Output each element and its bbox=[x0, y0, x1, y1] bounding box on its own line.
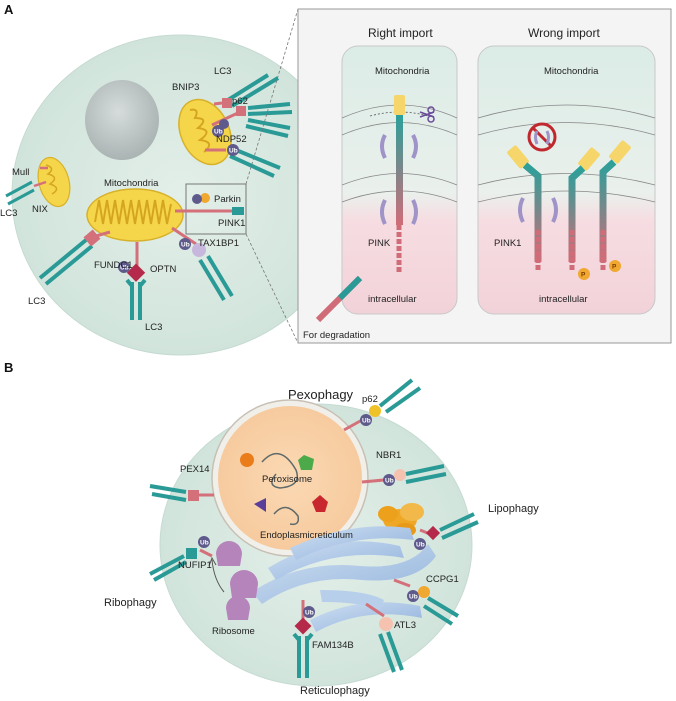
lc3-fundc1 bbox=[38, 238, 94, 286]
label-nufip1: NUFIP1 bbox=[178, 560, 212, 571]
cargo-purple bbox=[254, 498, 266, 512]
label-fundc1: FUNDC1 bbox=[94, 260, 133, 271]
cargo-green bbox=[298, 455, 314, 470]
title-wrong-import: Wrong import bbox=[528, 26, 600, 40]
label-atl3: ATL3 bbox=[394, 620, 416, 631]
lc3-nix bbox=[5, 180, 35, 206]
label-bnip3: BNIP3 bbox=[172, 82, 199, 93]
cargo-red bbox=[312, 495, 328, 512]
label-intracellular-right: intracellular bbox=[539, 294, 588, 305]
parkin-marker bbox=[200, 193, 210, 203]
lc3-ndp52 bbox=[245, 118, 291, 138]
lc3-ndp52-lower bbox=[229, 148, 281, 178]
svg-text:Ub: Ub bbox=[305, 610, 314, 617]
label-intracellular-left: intracellular bbox=[368, 294, 417, 305]
svg-text:Ub: Ub bbox=[200, 540, 209, 547]
label-lc3-bottom-left: LC3 bbox=[28, 296, 45, 307]
pink1-wrong-import bbox=[507, 140, 631, 270]
panel-a-letter: A bbox=[4, 2, 14, 17]
lc3-receptor-top bbox=[226, 73, 280, 108]
peroxisome bbox=[218, 406, 362, 550]
label-peroxisome: Peroxisome bbox=[262, 474, 312, 485]
lc3-p62-b bbox=[378, 378, 422, 414]
label-tax1bp1: TAX1BP1 bbox=[198, 238, 239, 249]
lc3-fam134b bbox=[292, 632, 314, 678]
label-mull: Mull bbox=[12, 167, 29, 178]
bnip3-receptor bbox=[222, 98, 232, 108]
pink-right-import bbox=[380, 95, 418, 272]
lc3-atl3 bbox=[378, 631, 404, 673]
phospho-marker: P P bbox=[578, 260, 621, 280]
pink1-marker bbox=[232, 207, 244, 215]
lc3-pex14 bbox=[149, 484, 187, 502]
lc3-nufip1 bbox=[149, 554, 187, 582]
nufip1-receptor bbox=[186, 548, 197, 559]
lc3-tax1bp1 bbox=[198, 254, 234, 302]
ribosome bbox=[226, 570, 258, 620]
atl3-receptor bbox=[379, 617, 393, 631]
lc3-lipophagy bbox=[439, 512, 479, 540]
label-ndp52: NDP52 bbox=[216, 134, 247, 145]
p62-receptor-b bbox=[369, 405, 381, 417]
label-er: Endoplasmicreticulum bbox=[260, 530, 353, 541]
label-pink1: PINK1 bbox=[218, 218, 245, 229]
optn-receptor bbox=[126, 263, 146, 282]
fundc1-receptor bbox=[83, 229, 101, 247]
p62-receptor bbox=[236, 106, 246, 116]
svg-text:Ub: Ub bbox=[181, 242, 190, 249]
nbr1-receptor bbox=[394, 469, 406, 481]
mitochondrion-nix bbox=[37, 156, 71, 208]
svg-text:Ub: Ub bbox=[409, 594, 418, 601]
label-fam134b: FAM134B bbox=[312, 640, 354, 651]
label-p62: p62 bbox=[232, 96, 248, 107]
svg-text:Ub: Ub bbox=[416, 542, 425, 549]
label-nbr1: NBR1 bbox=[376, 450, 401, 461]
lc3-ccpg1 bbox=[422, 596, 460, 626]
ribosome-cargo bbox=[216, 541, 242, 566]
pex14-receptor bbox=[188, 490, 199, 501]
lc3-nbr1 bbox=[405, 464, 447, 484]
label-nix: NIX bbox=[32, 204, 49, 215]
label-mito-right: Mitochondria bbox=[544, 66, 599, 77]
label-mito-left: Mitochondria bbox=[375, 66, 430, 77]
label-pexophagy: Pexophagy bbox=[288, 387, 354, 402]
label-lc3-top: LC3 bbox=[214, 66, 231, 77]
svg-text:Ub: Ub bbox=[120, 265, 129, 272]
label-parkin: Parkin bbox=[214, 194, 241, 205]
svg-text:Ub: Ub bbox=[214, 129, 223, 136]
svg-text:Ub: Ub bbox=[362, 418, 371, 425]
scissors-icon bbox=[419, 106, 435, 123]
label-ccpg1: CCPG1 bbox=[426, 574, 459, 585]
title-right-import: Right import bbox=[368, 26, 433, 40]
no-entry-icon bbox=[527, 122, 557, 152]
label-lc3-bottom: LC3 bbox=[145, 322, 162, 333]
label-lipophagy: Lipophagy bbox=[488, 503, 539, 515]
label-pink-left: PINK bbox=[368, 238, 391, 249]
cargo-orange bbox=[240, 453, 254, 467]
label-lc3-left: LC3 bbox=[0, 208, 17, 219]
mitochondrion-main bbox=[86, 188, 184, 242]
label-mitochondria: Mitochondria bbox=[104, 178, 159, 189]
svg-text:Ub: Ub bbox=[229, 148, 238, 155]
wrong-import-box bbox=[477, 45, 656, 315]
lc3-optn bbox=[125, 278, 147, 320]
label-ribosome: Ribosome bbox=[212, 626, 255, 637]
panel-b-letter: B bbox=[4, 360, 13, 375]
fam134b-receptor bbox=[294, 617, 312, 635]
svg-text:Ub: Ub bbox=[385, 478, 394, 485]
label-p62-b: p62 bbox=[362, 394, 378, 405]
label-for-degradation: For degradation bbox=[303, 330, 370, 341]
svg-text:P: P bbox=[581, 272, 586, 279]
label-optn: OPTN bbox=[150, 264, 177, 275]
pink1-inset-marker bbox=[185, 183, 247, 235]
svg-text:P: P bbox=[612, 264, 617, 271]
label-reticulophagy: Reticulophagy bbox=[300, 685, 370, 697]
label-pink1-right: PINK1 bbox=[494, 238, 521, 249]
label-ribophagy: Ribophagy bbox=[104, 597, 157, 609]
label-pex14: PEX14 bbox=[180, 464, 210, 475]
tax1bp1-receptor bbox=[192, 243, 206, 257]
nucleus bbox=[85, 80, 159, 160]
